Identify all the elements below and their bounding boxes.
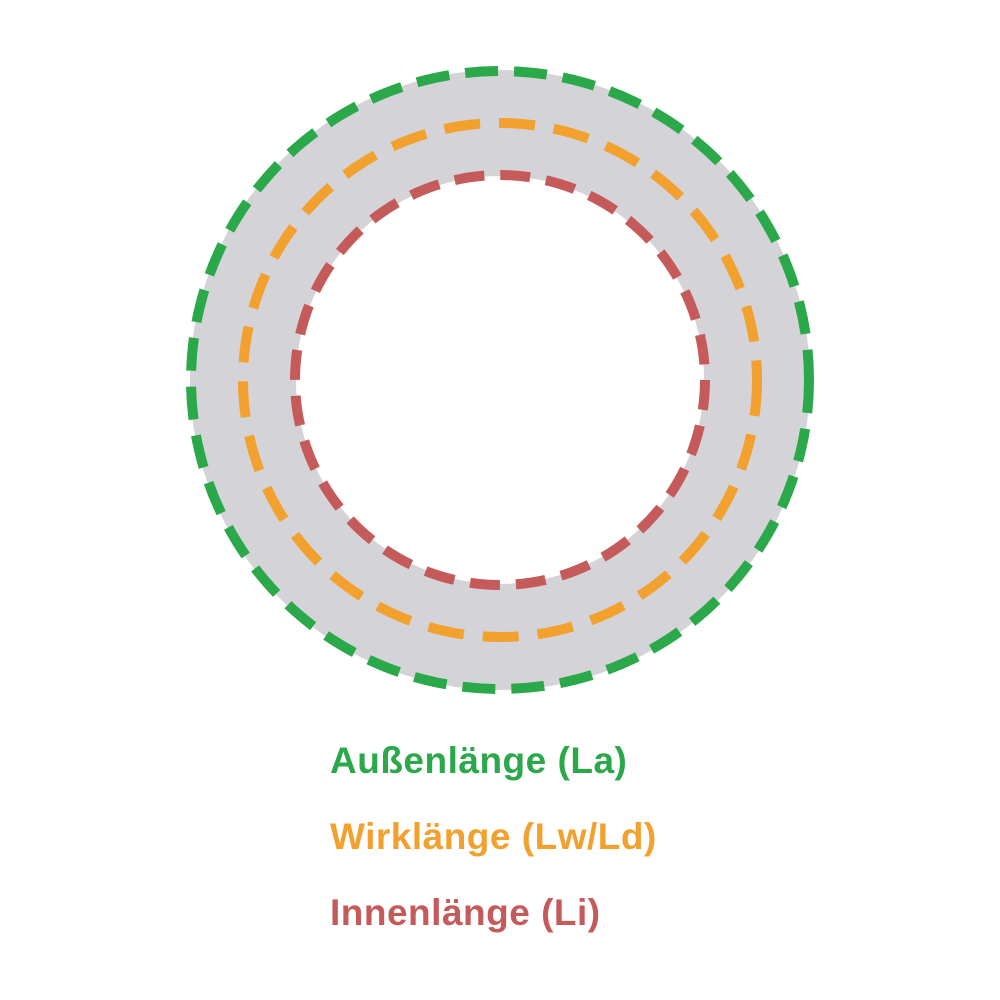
effective-length-circle <box>238 118 762 642</box>
label-outer-length: Außenlänge (La) <box>330 740 627 781</box>
label-inner-length: Innenlänge (Li) <box>330 892 601 933</box>
inner-length-circle <box>290 170 710 590</box>
outer-length-circle <box>186 66 814 694</box>
label-effective-length: Wirklänge (Lw/Ld) <box>330 816 657 857</box>
